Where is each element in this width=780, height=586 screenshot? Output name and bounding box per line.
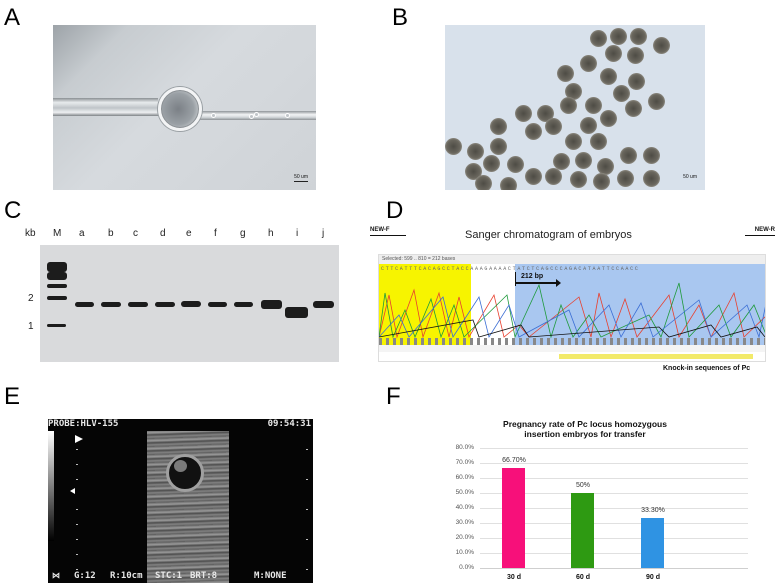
y-tick: 80.0% [455, 444, 474, 451]
lane-label: i [296, 228, 299, 239]
selection-info: Selected: 599 .. 810 = 212 bases [379, 255, 765, 264]
arrow-right-icon [370, 235, 406, 236]
panel-label-f: F [386, 383, 401, 410]
lane-label: d [160, 228, 166, 239]
lane-label: b [108, 228, 114, 239]
unit-label: kb [25, 228, 36, 239]
probe-label: PROBE:HLV-155 [48, 419, 119, 429]
chart-title-line: Pregnancy rate of Pc locus homozygous [503, 419, 667, 429]
y-tick: 10.0% [455, 549, 474, 556]
embryo [174, 460, 187, 472]
x-tick: 60 d [575, 574, 590, 581]
sanger-chromatogram: Selected: 599 .. 810 = 212 bases CTTCATT… [378, 254, 766, 362]
embryo-culture-image: 50 um [445, 25, 705, 190]
range-value: R:10cm [110, 571, 143, 581]
agarose-gel-image [40, 245, 339, 362]
bubble [285, 113, 290, 118]
base-calls: CTTCATTTCACAGCCTACCAAAGAAAACTATCTCAGCCCA… [381, 266, 640, 272]
caliper-icon: ⋈ [52, 571, 60, 580]
quality-bars [379, 338, 765, 345]
lane-label: c [133, 228, 138, 239]
chart-title: Pregnancy rate of Pc locus homozygous in… [440, 419, 730, 439]
data-label: 50% [575, 482, 590, 489]
data-label: 33.30% [641, 507, 665, 514]
trace-peaks [379, 282, 765, 339]
pcr-band-i [285, 307, 308, 318]
primer-reverse-label: NEW-R [754, 227, 775, 233]
gestational-sac [166, 454, 204, 492]
insert-size-label: 212 bp [521, 273, 544, 280]
y-tick: 20.0% [455, 534, 474, 541]
lane-label: M [53, 228, 62, 239]
ladder-band [47, 262, 67, 272]
ultrasound-status-bar: ⋈ G:12 R:10cm STC:1 BRT:8 M:NONE [48, 571, 313, 583]
panel-label-e: E [4, 383, 21, 410]
depth-marker-icon [70, 488, 75, 494]
microinjection-image: 50 um [53, 25, 316, 190]
x-tick: 30 d [506, 574, 521, 581]
pcr-band-c [128, 302, 148, 307]
mode-value: M:NONE [254, 571, 287, 581]
panel-label-b: B [392, 4, 409, 31]
ultrasound-image: PROBE:HLV-155 09:54:31 ⋈ G:12 R:10cm STC… [48, 419, 313, 583]
y-tick: 50.0% [455, 489, 474, 496]
primer-forward: NEW-F [370, 227, 406, 236]
grayscale-bar [48, 431, 54, 541]
pcr-band-a [75, 302, 94, 307]
arrow-left-icon [745, 235, 775, 236]
marker-size-1kb: 1 [28, 321, 34, 332]
pcr-band-d [155, 302, 175, 307]
brightness-value: BRT:8 [190, 571, 218, 581]
y-tick: 40.0% [455, 504, 474, 511]
gain-value: G:12 [74, 571, 96, 581]
pcr-band-e [181, 301, 201, 307]
arrow-right-icon [515, 279, 561, 287]
panel-label-a: A [4, 4, 21, 31]
bubble [211, 113, 216, 118]
panel-label-d: D [386, 197, 404, 224]
y-tick: 0.0% [459, 564, 474, 571]
holding-pipette [53, 98, 158, 116]
lane-label: h [268, 228, 274, 239]
focus-marker-icon [75, 435, 83, 443]
scale-bar: 50 um [683, 174, 697, 180]
y-tick: 70.0% [455, 459, 474, 466]
scale-bar: 50 um [294, 174, 308, 182]
position-ruler [379, 345, 765, 352]
chart-title-line: insertion embryos for transfer [524, 429, 646, 439]
lane-label: j [322, 228, 325, 239]
bar-30d [502, 468, 525, 568]
bar-60d [571, 493, 594, 568]
y-tick: 60.0% [455, 474, 474, 481]
chromatogram-title: Sanger chromatogram of embryos [465, 229, 632, 241]
lane-label: a [79, 228, 85, 239]
ultrasound-header: PROBE:HLV-155 09:54:31 [48, 419, 313, 430]
x-tick: 90 d [645, 574, 660, 581]
bubble [254, 112, 259, 117]
oocyte [158, 87, 202, 131]
lane-label: g [240, 228, 246, 239]
primer-reverse: NEW-R [745, 227, 775, 236]
knock-in-annotation-bar [559, 354, 753, 359]
panel-label-c: C [4, 197, 22, 224]
pcr-band-b [101, 302, 121, 307]
bubble [249, 114, 254, 119]
lane-label: f [214, 228, 217, 239]
lane-label: e [186, 228, 192, 239]
marker-size-2kb: 2 [28, 293, 34, 304]
data-label: 66.70% [502, 457, 526, 464]
pcr-band-h [261, 300, 282, 309]
time-label: 09:54:31 [267, 419, 311, 429]
y-tick: 30.0% [455, 519, 474, 526]
bar-90d [641, 518, 664, 568]
pcr-band-f [208, 302, 227, 307]
pcr-band-j [313, 301, 334, 308]
primer-forward-label: NEW-F [370, 227, 390, 233]
stc-value: STC:1 [155, 571, 183, 581]
knock-in-label: Knock-in sequences of Pc [663, 365, 751, 372]
pcr-band-g [234, 302, 253, 307]
junction-region [471, 264, 515, 345]
pregnancy-rate-bar-chart: 80.0% 70.0% 60.0% 50.0% 40.0% 30.0% 20.0… [440, 444, 748, 584]
